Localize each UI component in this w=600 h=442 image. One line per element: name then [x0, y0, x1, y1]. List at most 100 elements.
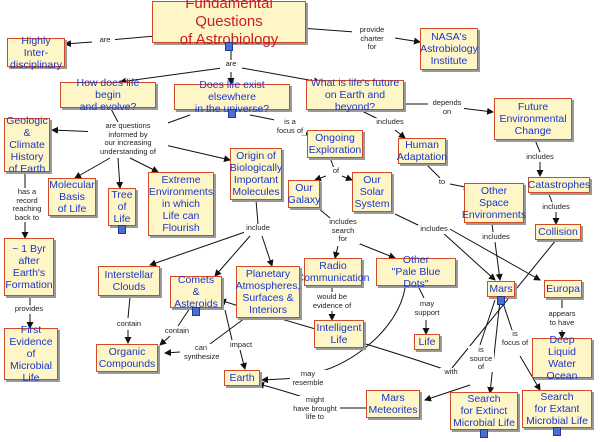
- node-mars[interactable]: Mars: [487, 281, 515, 305]
- link-label: of: [330, 166, 342, 176]
- node-label: First Evidence of Microbial Life: [9, 324, 53, 384]
- node-other-space-env[interactable]: Other Space Environments: [461, 183, 527, 223]
- node-label: Comets & Asteroids: [174, 274, 218, 310]
- title-text: Fundamental Questions of Astrobiology: [179, 0, 279, 48]
- node-label: ~ 1 Byr after Earth's Formation: [5, 243, 53, 291]
- node-label: Deep Liquid Water Ocean: [546, 334, 578, 382]
- link-label: can synthesize: [184, 343, 220, 361]
- node-radio-comm[interactable]: Radio Communication: [297, 258, 369, 286]
- document-icon: [225, 42, 233, 51]
- node-europa[interactable]: Europa: [544, 280, 582, 298]
- link-label: is a focus of: [274, 117, 306, 135]
- node-how-life-begin[interactable]: How does life begin and evolve?: [60, 77, 156, 113]
- node-life[interactable]: Life: [414, 334, 440, 350]
- node-label: Extreme Environments in which Life can F…: [148, 174, 214, 234]
- node-label: Geologic & Climate History of Earth: [6, 115, 48, 175]
- link-label: impact: [228, 340, 254, 350]
- node-life-future[interactable]: What is life's future on Earth and beyon…: [306, 77, 404, 113]
- link-label: provides: [12, 304, 46, 314]
- node-catastrophes[interactable]: Catastrophes: [528, 177, 590, 193]
- link-label: has a record reaching back to: [8, 187, 46, 222]
- node-life-elsewhere[interactable]: Does life exist elsewhere in the univers…: [174, 79, 290, 118]
- node-extant-life[interactable]: Search for Extant Microbial Life: [522, 390, 592, 436]
- node-one-byr[interactable]: ~ 1 Byr after Earth's Formation: [4, 238, 54, 296]
- node-label: What is life's future on Earth and beyon…: [310, 77, 400, 113]
- node-label: Our Solar System: [354, 174, 390, 210]
- node-label: Tree of Life: [111, 189, 133, 225]
- node-label: Collision: [538, 226, 578, 238]
- link-label: may resemble: [290, 369, 326, 387]
- link-label: depends on: [430, 98, 464, 116]
- link-label: are: [95, 35, 115, 45]
- document-icon: [480, 429, 488, 438]
- node-molecular-basis[interactable]: Molecular Basis of Life: [48, 178, 96, 216]
- node-our-solar-system[interactable]: Our Solar System: [352, 172, 392, 212]
- node-tree-of-life[interactable]: Tree of Life: [108, 188, 136, 234]
- node-interstellar-clouds[interactable]: Interstellar Clouds: [98, 266, 160, 296]
- node-our-galaxy[interactable]: Our Galaxy: [288, 180, 320, 208]
- link-label: contain: [162, 326, 192, 336]
- link-label: with: [440, 367, 462, 377]
- link-label: includes: [524, 152, 556, 162]
- link-label: include: [244, 223, 272, 233]
- document-icon: [553, 427, 561, 436]
- node-label: Earth: [229, 372, 255, 384]
- link-label: includes: [480, 232, 512, 242]
- node-label: Origin of Biologically Important Molecul…: [229, 150, 283, 198]
- link-label: might have brought life to: [290, 395, 340, 422]
- link-label: includes: [418, 224, 450, 234]
- node-mars-meteorites[interactable]: Mars Meteorites: [366, 390, 420, 418]
- node-label: Mars Meteorites: [368, 392, 418, 416]
- node-intelligent-life[interactable]: Intelligent Life: [314, 320, 364, 348]
- node-label: Molecular Basis of Life: [49, 179, 95, 215]
- link-label: is source of: [468, 345, 494, 372]
- node-label: Search for Extinct Microbial Life: [453, 393, 515, 429]
- node-organic-compounds[interactable]: Organic Compounds: [96, 344, 158, 372]
- node-label: Interstellar Clouds: [104, 269, 154, 293]
- node-collision[interactable]: Collision: [535, 224, 581, 240]
- node-label: Highly Inter- disciplinary: [10, 34, 62, 71]
- node-label: Life: [418, 336, 436, 348]
- link-label: includes: [374, 117, 406, 127]
- node-label: Ongoing Exploration: [308, 132, 362, 156]
- node-earth[interactable]: Earth: [224, 370, 260, 386]
- link-label: is focus of: [500, 329, 530, 347]
- link-label: would be evidence of: [310, 292, 354, 310]
- document-icon: [228, 109, 236, 118]
- title-node[interactable]: Fundamental Questions of Astrobiology: [152, 0, 306, 51]
- node-future-env-change[interactable]: Future Environmental Change: [494, 98, 572, 140]
- node-extreme-env[interactable]: Extreme Environments in which Life can F…: [148, 172, 214, 236]
- document-icon: [497, 296, 505, 305]
- node-comets-asteroids[interactable]: Comets & Asteroids: [170, 274, 222, 316]
- document-icon: [118, 225, 126, 234]
- link-label: to: [436, 177, 448, 187]
- node-label: Search for Extant Microbial Life: [526, 391, 588, 427]
- node-origin-molecules[interactable]: Origin of Biologically Important Molecul…: [230, 148, 282, 200]
- link-label: includes: [540, 202, 572, 212]
- link-label: contain: [114, 319, 144, 329]
- node-label: Other Space Environments: [461, 185, 527, 221]
- node-label: Catastrophes: [527, 179, 591, 191]
- node-pale-blue-dots[interactable]: Other "Pale Blue Dots": [376, 254, 456, 290]
- node-ongoing-exploration[interactable]: Ongoing Exploration: [307, 130, 363, 158]
- node-label: Mars: [489, 283, 513, 295]
- node-label: How does life begin and evolve?: [76, 77, 140, 113]
- node-label: Our Galaxy: [287, 182, 321, 206]
- node-human-adaptation[interactable]: Human Adaptation: [397, 138, 447, 164]
- node-nasa-institute[interactable]: NASA's Astrobiology Institute: [420, 28, 478, 70]
- node-geologic-history[interactable]: Geologic & Climate History of Earth: [4, 115, 50, 175]
- node-label: Future Environmental Change: [499, 101, 567, 137]
- node-first-evidence[interactable]: First Evidence of Microbial Life: [4, 324, 58, 384]
- node-deep-ocean[interactable]: Deep Liquid Water Ocean: [532, 334, 592, 382]
- node-label: Planetary Atmospheres, Surfaces & Interi…: [235, 268, 301, 316]
- node-extinct-life[interactable]: Search for Extinct Microbial Life: [450, 392, 518, 438]
- node-label: Radio Communication: [296, 260, 370, 284]
- node-interdisciplinary[interactable]: Highly Inter- disciplinary: [7, 35, 65, 71]
- node-label: Europa: [546, 283, 580, 295]
- node-label: Other "Pale Blue Dots": [391, 254, 441, 290]
- node-planetary-atmo[interactable]: Planetary Atmospheres, Surfaces & Interi…: [236, 266, 300, 318]
- link-label: may support: [412, 299, 442, 317]
- node-label: Organic Compounds: [98, 346, 156, 370]
- node-label: Intelligent Life: [316, 322, 362, 346]
